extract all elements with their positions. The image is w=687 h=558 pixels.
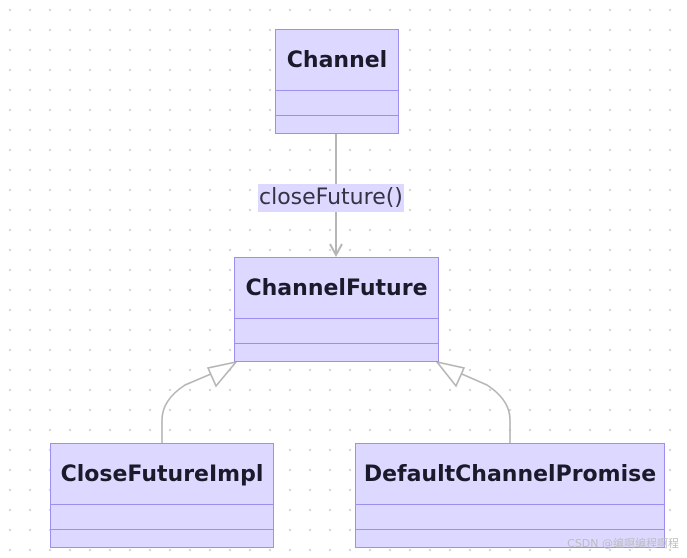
inheritance-edge-defaultchannelpromise xyxy=(454,370,511,443)
class-attributes-closefutureimpl xyxy=(51,505,273,530)
class-methods-closefutureimpl xyxy=(51,530,273,546)
inheritance-edge-closefutureimpl xyxy=(161,370,219,443)
inheritance-arrowhead-right xyxy=(434,360,466,388)
class-box-closefutureimpl: CloseFutureImpl xyxy=(50,443,274,548)
association-label: closeFuture() xyxy=(258,184,404,212)
class-name-closefutureimpl: CloseFutureImpl xyxy=(51,444,273,505)
class-name-defaultchannelpromise: DefaultChannelPromise xyxy=(356,444,664,505)
inheritance-arrowhead-left xyxy=(206,360,239,388)
class-attributes-defaultchannelpromise xyxy=(356,505,664,530)
class-attributes-channelfuture xyxy=(235,319,438,344)
class-name-channelfuture: ChannelFuture xyxy=(235,258,438,319)
class-attributes-channel xyxy=(276,91,398,116)
class-box-defaultchannelpromise: DefaultChannelPromise xyxy=(355,443,665,548)
class-methods-channel xyxy=(276,116,398,132)
class-box-channelfuture: ChannelFuture xyxy=(234,257,439,362)
watermark: CSDN @编啊编程啊程 xyxy=(567,537,679,550)
class-methods-channelfuture xyxy=(235,344,438,360)
class-box-channel: Channel xyxy=(275,29,399,134)
class-name-channel: Channel xyxy=(276,30,398,91)
